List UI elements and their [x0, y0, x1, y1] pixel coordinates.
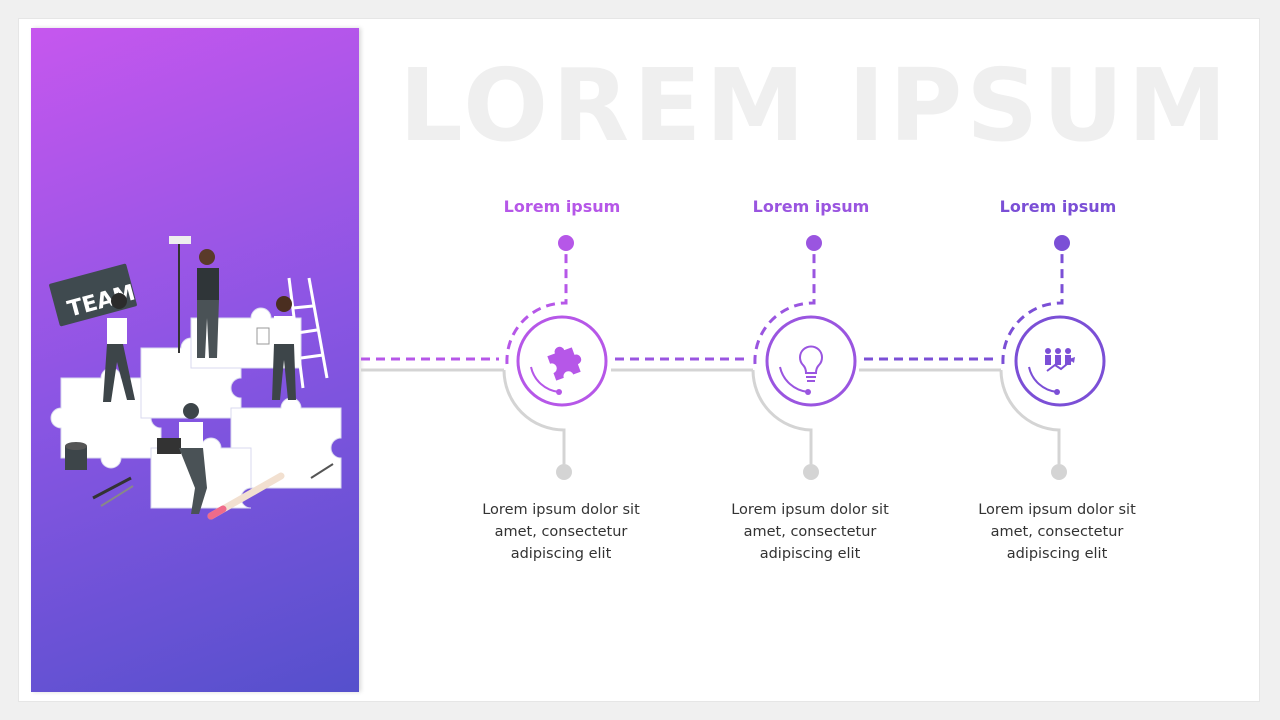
step-1-bottom-dot — [556, 464, 572, 480]
step-1-title: Lorem ipsum — [503, 197, 621, 216]
step-3-circle — [1014, 315, 1106, 407]
step-3-bottom-dot — [1051, 464, 1067, 480]
dashed-connectors — [361, 243, 1064, 365]
lightbulb-icon — [799, 345, 823, 382]
step-1-top-dot — [558, 235, 574, 251]
step-3-desc-line-2: amet, consectetur — [990, 524, 1124, 540]
step-2-top-dot — [806, 235, 822, 251]
step-1-desc-line-3: adipiscing elit — [510, 546, 612, 562]
step-3-desc-line-3: adipiscing elit — [1006, 546, 1108, 562]
step-2-bottom-dot — [803, 464, 819, 480]
step-1-description: Lorem ipsum dolor sit amet, consectetur … — [466, 499, 656, 565]
step-3-title: Lorem ipsum — [999, 197, 1117, 216]
watermark-heading: LOREM IPSUM — [399, 47, 1232, 164]
process-diagram — [361, 235, 1106, 480]
step-1-circle — [516, 315, 608, 407]
team-illustration: TEAM — [49, 236, 342, 520]
step-3-desc-line-1: Lorem ipsum dolor sit — [978, 502, 1136, 518]
slide: TEAM — [18, 18, 1260, 702]
team-growth-icon — [1045, 348, 1075, 372]
step-2-desc-line-2: amet, consectetur — [743, 524, 877, 540]
step-1-desc-line-1: Lorem ipsum dolor sit — [482, 502, 640, 518]
step-2-desc-line-3: adipiscing elit — [759, 546, 861, 562]
step-2-title: Lorem ipsum — [752, 197, 870, 216]
step-2-description: Lorem ipsum dolor sit amet, consectetur … — [715, 499, 905, 565]
illustration-panel: TEAM — [31, 28, 359, 692]
step-3-description: Lorem ipsum dolor sit amet, consectetur … — [962, 499, 1152, 565]
step-2-desc-line-1: Lorem ipsum dolor sit — [731, 502, 889, 518]
puzzle-icon — [547, 346, 582, 381]
step-2-circle — [765, 315, 857, 407]
step-1-desc-line-2: amet, consectetur — [494, 524, 628, 540]
step-3-top-dot — [1054, 235, 1070, 251]
gray-connectors — [361, 368, 1061, 464]
